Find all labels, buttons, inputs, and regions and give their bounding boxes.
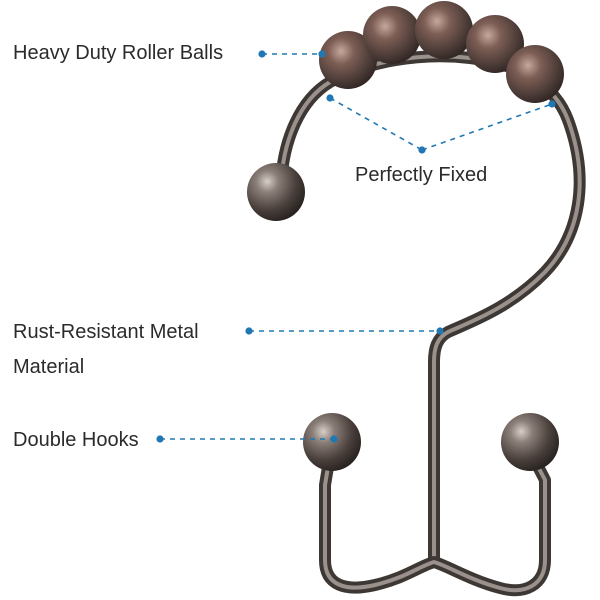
callout-dots <box>156 50 556 443</box>
label-rust-line-1: Rust-Resistant Metal <box>13 321 199 343</box>
roller-balls <box>319 1 564 103</box>
roller-ball <box>506 45 564 103</box>
callout-dot <box>156 435 164 443</box>
roller-ball <box>363 6 421 64</box>
hook-tip-ball <box>501 413 559 471</box>
callout-dot <box>436 327 444 335</box>
callouts <box>160 53 553 440</box>
callout-dot <box>245 327 253 335</box>
roller-ball <box>466 15 524 73</box>
end-ball <box>247 163 305 221</box>
label-rust-line-2: Material <box>13 356 85 378</box>
callout-dot <box>318 50 326 58</box>
label-roller-balls: Heavy Duty Roller Balls <box>13 42 224 64</box>
label-rust-resistant: Rust-Resistant Metal Material <box>13 315 199 385</box>
callout-dot <box>258 50 266 58</box>
hook-tip-balls <box>303 413 559 471</box>
callout-dot <box>548 100 556 108</box>
label-double-hooks: Double Hooks <box>13 429 139 451</box>
callout-line-fixed-left <box>329 97 423 151</box>
callout-dot <box>418 146 426 154</box>
label-perfectly-fixed: Perfectly Fixed <box>355 164 488 186</box>
roller-ball <box>415 1 473 59</box>
callout-dot <box>330 435 338 443</box>
hook-tip-ball <box>303 413 361 471</box>
double-hook-wire <box>319 449 551 597</box>
roller-ball <box>319 31 377 89</box>
callout-dot <box>326 94 334 102</box>
callout-line-fixed-right <box>421 103 553 151</box>
